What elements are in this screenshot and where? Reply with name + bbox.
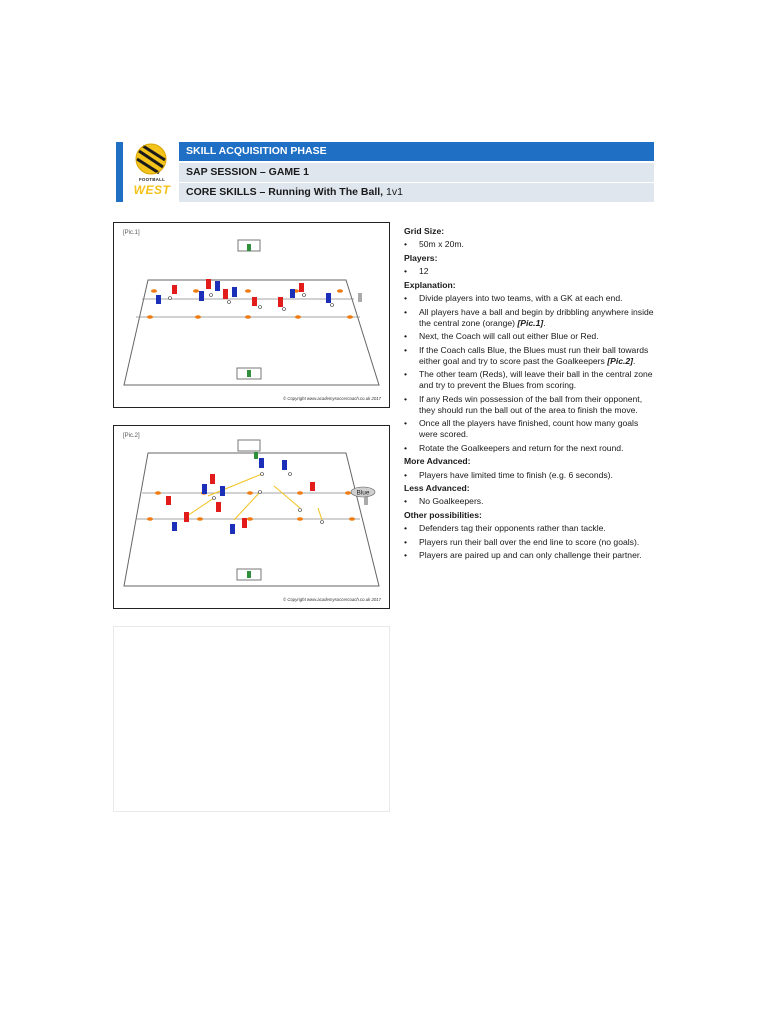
blue-call-tag: Blue xyxy=(356,490,369,497)
logo-text-west: WEST xyxy=(133,183,171,197)
header-accent-stripe xyxy=(116,142,123,202)
pic-2-copyright: © Copyright www.academysoccercoach.co.uk… xyxy=(283,597,381,602)
more-advanced-item: Players have limited time to finish (e.g… xyxy=(404,470,658,481)
players-item: 12 xyxy=(404,266,658,277)
grid-size-heading: Grid Size: xyxy=(404,226,445,236)
players-list: 12 xyxy=(404,266,658,277)
explanation-text: The other team (Reds), will leave their … xyxy=(419,369,653,391)
explanation-list: Divide players into two teams, with a GK… xyxy=(404,293,658,454)
explanation-text: Divide players into two teams, with a GK… xyxy=(419,293,623,304)
other-possibilities-heading: Other possibilities: xyxy=(404,509,482,520)
less-advanced-item: No Goalkeepers. xyxy=(404,496,658,507)
core-skills-light: 1v1 xyxy=(386,186,403,198)
football-west-logo xyxy=(135,143,167,175)
explanation-text: Next, the Coach will call out either Blu… xyxy=(419,331,599,342)
core-skills-bold: CORE SKILLS – Running With The Ball, xyxy=(186,186,386,198)
explanation-item: Rotate the Goalkeepers and return for th… xyxy=(404,443,658,454)
explanation-heading: Explanation: xyxy=(404,279,456,290)
explanation-text: If the Coach calls Blue, the Blues must … xyxy=(419,344,649,366)
players-heading: Players: xyxy=(404,252,438,263)
explanation-end: . xyxy=(633,355,636,366)
explanation-text: If any Reds win possession of the ball f… xyxy=(419,393,643,415)
grid-size-item: 50m x 20m. xyxy=(404,239,658,250)
pic-reference: [Pic.2] xyxy=(607,355,634,366)
less-advanced-heading: Less Advanced: xyxy=(404,482,470,493)
less-advanced-list: No Goalkeepers. xyxy=(404,496,658,507)
other-possibility-item: Players are paired up and can only chall… xyxy=(404,550,658,561)
more-advanced-list: Players have limited time to finish (e.g… xyxy=(404,470,658,481)
empty-diagram-box xyxy=(113,626,390,812)
other-possibility-item: Defenders tag their opponents rather tha… xyxy=(404,523,658,534)
pitch-2-drawing: Blue xyxy=(123,439,380,587)
pic-1-copyright: © Copyright www.academysoccercoach.co.uk… xyxy=(283,396,381,401)
explanation-text: Rotate the Goalkeepers and return for th… xyxy=(419,442,624,453)
logo-text-football: FOOTBALL xyxy=(138,177,166,182)
core-skills-title: CORE SKILLS – Running With The Ball, 1v1 xyxy=(179,183,654,202)
explanation-end: . xyxy=(543,317,546,328)
explanation-item: Divide players into two teams, with a GK… xyxy=(404,293,658,304)
explanation-text: All players have a ball and begin by dri… xyxy=(419,306,654,328)
other-possibilities-list: Defenders tag their opponents rather tha… xyxy=(404,523,658,561)
explanation-item: If any Reds win possession of the ball f… xyxy=(404,394,658,416)
pitch-diagram-2: Blue [Pic.2] © Copyright www.academysocc… xyxy=(113,425,390,609)
pic-2-label: [Pic.2] xyxy=(123,433,140,439)
pic-reference: [Pic.1] xyxy=(517,317,544,328)
pitch-1-drawing xyxy=(123,239,380,386)
session-title: SAP SESSION – GAME 1 xyxy=(179,163,654,182)
phase-title: SKILL ACQUISITION PHASE xyxy=(179,142,654,161)
session-instructions: Grid Size: 50m x 20m. Players: 12 Explan… xyxy=(404,226,658,561)
pitch-diagram-1: [Pic.1] © Copyright www.academysoccercoa… xyxy=(113,222,390,408)
explanation-item: The other team (Reds), will leave their … xyxy=(404,369,658,391)
explanation-item: If the Coach calls Blue, the Blues must … xyxy=(404,345,658,367)
explanation-item: Next, the Coach will call out either Blu… xyxy=(404,331,658,342)
other-possibility-item: Players run their ball over the end line… xyxy=(404,537,658,548)
pic-1-label: [Pic.1] xyxy=(123,230,140,236)
explanation-item: Once all the players have finished, coun… xyxy=(404,418,658,440)
explanation-text: Once all the players have finished, coun… xyxy=(419,418,639,440)
more-advanced-heading: More Advanced: xyxy=(404,456,471,467)
grid-size-list: 50m x 20m. xyxy=(404,239,658,250)
explanation-item: All players have a ball and begin by dri… xyxy=(404,307,658,329)
